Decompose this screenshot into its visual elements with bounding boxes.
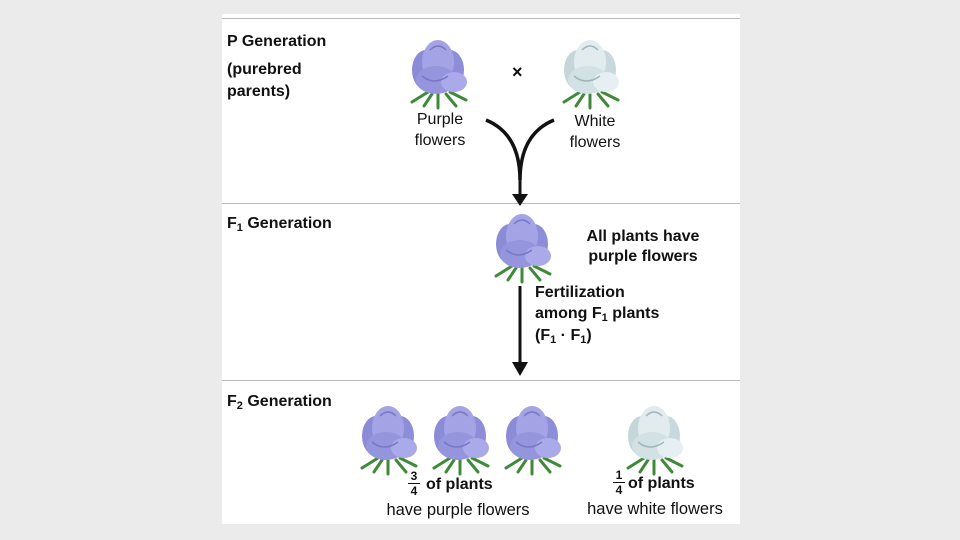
fertilization-line1: Fertilization: [535, 284, 625, 301]
purple-fraction-numerator: 3: [408, 470, 420, 484]
f2-white-flower-icon: [626, 404, 685, 476]
fertilization-line3: (F1 · F1): [535, 327, 592, 346]
p-generation-subtitle-line2: parents): [227, 83, 291, 100]
divider-f1-f2: [222, 380, 740, 381]
cross-symbol: ×: [512, 62, 523, 82]
p-generation-subtitle-line1: (purebred: [227, 61, 302, 78]
f2-purple-flower-icon: [504, 404, 563, 476]
p-generation-title: P Generation: [227, 33, 327, 50]
divider-top: [222, 18, 740, 19]
f1-generation-title: F1 Generation: [227, 215, 332, 234]
white-fraction-numerator: 1: [613, 469, 625, 483]
purple-fraction: 3 4: [408, 470, 420, 497]
purple-flowers-label-line1: Purple: [416, 111, 464, 128]
fertilization-arrow: [512, 286, 528, 376]
white-fraction-denominator: 4: [615, 483, 623, 497]
white-flowers-label-line2: flowers: [569, 134, 621, 151]
diagram-panel: P Generation (purebred parents) × Purple…: [222, 14, 740, 524]
cross-merge-arrow: [485, 118, 555, 206]
f1-purple-flower-icon: [494, 212, 553, 284]
white-fraction: 1 4: [613, 469, 625, 496]
white-flowers-label-line1: White: [574, 113, 616, 130]
f1-result-line2: purple flowers: [588, 248, 698, 265]
f2-generation-title: F2 Generation: [227, 393, 332, 412]
purple-fraction-denominator: 4: [410, 484, 418, 498]
f2-purple-flower-icon: [432, 404, 491, 476]
purple-flowers-label-line2: flowers: [414, 132, 466, 149]
white-fraction-text: of plants: [628, 475, 695, 492]
purple-fraction-text: of plants: [426, 476, 493, 493]
white-flower-icon: [562, 38, 621, 110]
purple-caption: have purple flowers: [386, 501, 530, 519]
f1-result-line1: All plants have: [586, 228, 700, 245]
fertilization-line2: among F1 plants: [535, 305, 660, 324]
purple-flower-icon: [410, 38, 469, 110]
divider-p-f1: [222, 203, 740, 204]
white-caption: have white flowers: [587, 500, 723, 518]
f2-purple-flower-icon: [360, 404, 419, 476]
